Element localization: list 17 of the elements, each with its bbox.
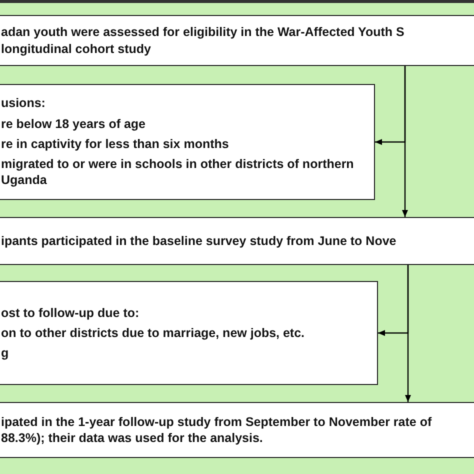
box-text: re in captivity for less than six months xyxy=(1,136,230,152)
arrow xyxy=(375,66,406,145)
flow-box xyxy=(0,84,375,200)
box-text: adan youth were assessed for eligibility in the War-Affected Youth S longitudinal cohort study xyxy=(1,24,406,57)
flow-box xyxy=(0,281,378,385)
box-text: usions: xyxy=(1,95,46,112)
flow-box xyxy=(0,402,474,458)
box-text: migrated to or were in schools in other districts of northern Uganda xyxy=(1,156,355,189)
flow-box xyxy=(0,15,474,66)
box-text: g xyxy=(1,345,10,362)
box-text: on to other districts due to marriage, new jobs, etc. xyxy=(1,324,306,342)
box-text: ost to follow-up due to: xyxy=(1,304,140,321)
arrow xyxy=(378,265,409,336)
box-text: re below 18 years of age xyxy=(1,116,147,132)
box-text: ipated in the 1-year follow-up study from September to November rate of 88.3%); their data was used for the analysis. xyxy=(1,414,433,446)
flow-box xyxy=(0,217,474,265)
box-text: ipants participated in the baseline survey study from June to Nove xyxy=(1,232,398,250)
